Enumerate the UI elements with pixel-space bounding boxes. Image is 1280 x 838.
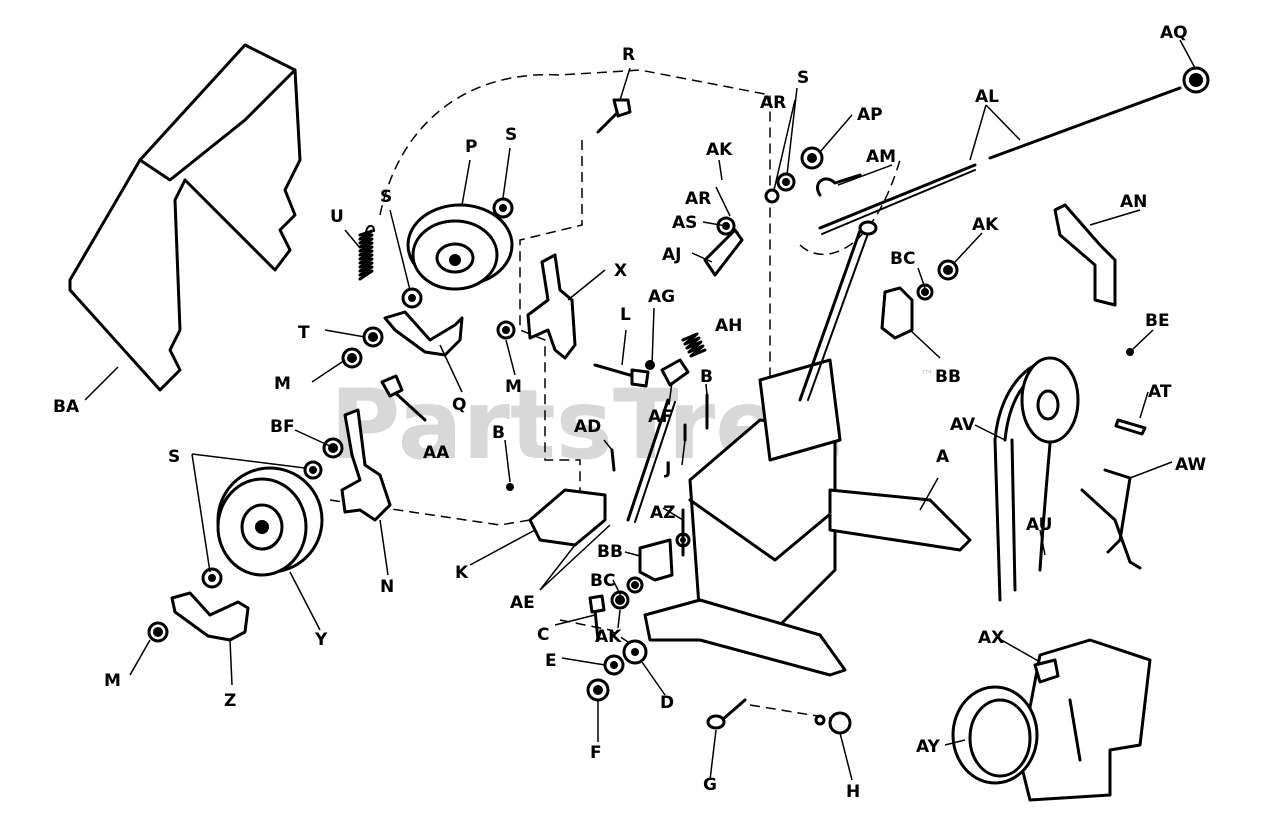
lever-bracket-part — [340, 408, 392, 522]
rod-part-ae — [626, 398, 676, 523]
label-aj: AJ — [662, 245, 681, 265]
bolt-part-aa — [380, 374, 427, 422]
belt-guard-part — [68, 43, 302, 392]
bracket-part-bb — [638, 286, 914, 582]
label-af: AF — [648, 407, 673, 427]
rod-part-al — [818, 86, 1182, 235]
label-d: D — [660, 693, 674, 713]
label-p: P — [465, 137, 477, 157]
label-m-1: M — [274, 374, 291, 394]
bracket-part-k — [528, 488, 607, 547]
label-bc-1: BC — [890, 249, 915, 269]
label-m-3: M — [104, 671, 121, 691]
label-aq: AQ — [1160, 23, 1188, 43]
label-ak-3: AK — [595, 627, 622, 647]
label-u: U — [330, 207, 344, 227]
label-bb-2: BB — [597, 542, 623, 562]
label-r: R — [622, 45, 635, 65]
label-n: N — [380, 577, 394, 597]
label-aw: AW — [1175, 455, 1206, 475]
bracket-part-q — [383, 310, 464, 357]
clip-part-h — [814, 711, 852, 735]
pulley-part-p — [406, 203, 514, 291]
pin-part-g — [706, 698, 747, 730]
label-c: C — [537, 625, 549, 645]
label-h: H — [846, 782, 860, 802]
label-ag: AG — [648, 287, 675, 307]
hardware-small-parts — [147, 66, 1210, 702]
label-al: AL — [975, 87, 999, 107]
label-aa: AA — [423, 443, 450, 463]
spring-part-ah — [681, 332, 707, 358]
label-s-1: S — [505, 125, 517, 145]
label-f: F — [590, 743, 602, 763]
label-s-2: S — [380, 187, 392, 207]
label-e: E — [545, 651, 557, 671]
label-k: K — [455, 563, 469, 583]
label-az: AZ — [650, 503, 675, 523]
label-ay: AY — [916, 737, 941, 757]
label-b-2: B — [700, 367, 713, 387]
label-ah: AH — [715, 316, 742, 336]
label-ar-2: AR — [760, 93, 786, 113]
label-bf: BF — [270, 417, 295, 437]
label-b-1: B — [492, 423, 505, 443]
label-g: G — [703, 775, 717, 795]
label-be: BE — [1145, 311, 1170, 331]
label-an: AN — [1120, 192, 1147, 212]
label-ae: AE — [510, 593, 535, 613]
label-av: AV — [950, 415, 976, 435]
label-bb-1: BB — [935, 367, 961, 387]
label-t: T — [298, 323, 310, 343]
frame-part-a — [688, 220, 972, 632]
label-a: A — [936, 447, 950, 467]
label-y: Y — [314, 630, 328, 650]
label-j: J — [664, 459, 671, 479]
label-as: AS — [672, 213, 697, 233]
spring-part-u — [358, 225, 375, 281]
label-ak-1: AK — [706, 140, 733, 160]
label-ad: AD — [574, 417, 601, 437]
label-s-3: S — [797, 68, 809, 88]
pin-part-at — [1114, 418, 1147, 436]
label-m-2: M — [505, 377, 522, 397]
label-ap: AP — [857, 105, 883, 125]
label-bc-2: BC — [590, 571, 615, 591]
label-at: AT — [1148, 382, 1172, 402]
bolt-part-r — [596, 98, 632, 134]
chute-part-ay — [951, 638, 1152, 802]
label-au: AU — [1026, 515, 1052, 535]
frame-part-lower — [643, 598, 847, 677]
label-z: Z — [224, 691, 236, 711]
link-part-aj — [703, 228, 744, 277]
label-q: Q — [452, 395, 466, 415]
label-s-4: S — [168, 447, 180, 467]
hardware-rods — [588, 393, 709, 642]
label-ax: AX — [978, 628, 1004, 648]
label-am: AM — [866, 147, 896, 167]
label-ar-1: AR — [685, 189, 711, 209]
watermark-trademark: ™ — [920, 368, 934, 384]
label-ak-2: AK — [972, 215, 999, 235]
bracket-part-an — [1053, 203, 1117, 307]
label-l: L — [620, 305, 631, 325]
bracket-part-x — [526, 253, 577, 360]
part-labels: R S P S U T M Q M X L AG AF AJ AS AR AK … — [53, 23, 1206, 802]
bolt-part-l — [593, 358, 690, 388]
label-ba: BA — [53, 397, 80, 417]
leader-lines — [84, 39, 1196, 781]
bracket-part-z — [170, 591, 250, 642]
spring-clip-part-aw — [1080, 468, 1142, 570]
pulley-part-au — [1020, 356, 1080, 444]
pulley-part-y — [216, 466, 324, 577]
label-x: X — [614, 261, 627, 281]
pin-part-am — [816, 173, 862, 197]
